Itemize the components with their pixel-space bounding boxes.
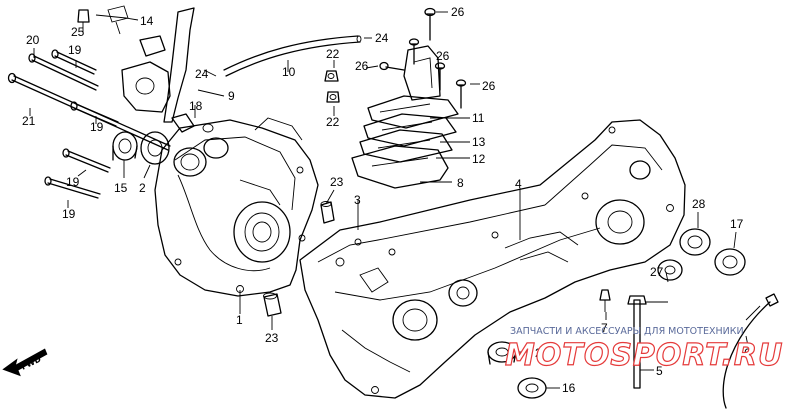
callout-26-right: 26 xyxy=(482,79,496,93)
callout-22-top: 22 xyxy=(326,47,340,61)
dowel-pins xyxy=(263,201,335,317)
callout-10: 10 xyxy=(282,65,296,79)
callout-5: 5 xyxy=(656,364,663,378)
callout-20: 20 xyxy=(26,33,40,47)
callout-6: 6 xyxy=(744,346,751,360)
watermark: ЗАПЧАСТИ И АКСЕССУАРЫ ДЛЯ МОТОТЕХНИКИ MO… xyxy=(504,326,783,374)
left-bearings xyxy=(112,131,170,165)
callout-26-mid: 26 xyxy=(436,49,450,63)
callout-25: 25 xyxy=(71,25,85,39)
case-bolts xyxy=(7,49,171,199)
right-crankcase-half xyxy=(299,119,686,399)
fwd-arrow: FWD xyxy=(2,348,48,377)
callout-2-right: 2 xyxy=(535,346,542,360)
leader-lines xyxy=(29,11,749,389)
fwd-label: FWD xyxy=(20,354,43,371)
callout-28: 28 xyxy=(692,197,706,211)
callout-23-top: 23 xyxy=(330,175,344,189)
callout-18: 18 xyxy=(189,99,203,113)
callout-15: 15 xyxy=(114,181,128,195)
small-fasteners xyxy=(77,7,467,109)
callout-11: 11 xyxy=(472,111,485,125)
callout-24-left: 24 xyxy=(195,67,209,81)
callout-22-bottom: 22 xyxy=(326,115,340,129)
callout-3: 3 xyxy=(354,193,361,207)
callout-13: 13 xyxy=(472,135,486,149)
callout-19-low: 19 xyxy=(66,175,80,189)
callout-19-top: 19 xyxy=(68,43,82,57)
callout-26-left: 26 xyxy=(355,59,369,73)
reed-valve-stack xyxy=(351,45,459,189)
callout-19-mid: 19 xyxy=(90,120,104,134)
breather-tube xyxy=(223,35,362,77)
callout-7: 7 xyxy=(601,321,608,335)
callout-9: 9 xyxy=(228,89,235,103)
left-crankcase-half xyxy=(154,117,319,297)
callout-16: 16 xyxy=(562,381,576,395)
callout-23-bottom: 23 xyxy=(265,331,279,345)
callout-14: 14 xyxy=(140,14,154,28)
watermark-logo: MOTOSPORT.RU xyxy=(505,338,783,373)
callout-26-top: 26 xyxy=(451,5,465,19)
callout-12: 12 xyxy=(472,152,486,166)
callout-8: 8 xyxy=(457,176,464,190)
callout-19-bottom: 19 xyxy=(62,207,76,221)
watermark-text: ЗАПЧАСТИ И АКСЕССУАРЫ ДЛЯ МОТОТЕХНИКИ xyxy=(510,326,744,337)
callout-4: 4 xyxy=(515,177,522,191)
callout-27: 27 xyxy=(650,265,664,279)
callout-17: 17 xyxy=(730,217,744,231)
callout-numbers: 14 25 20 19 24 10 24 22 26 26 26 26 9 18… xyxy=(22,5,751,395)
callout-1: 1 xyxy=(236,313,243,327)
shaft-and-cable xyxy=(599,289,779,409)
callout-24-right: 24 xyxy=(375,31,389,45)
callout-21: 21 xyxy=(22,114,36,128)
callout-2-left: 2 xyxy=(139,181,146,195)
